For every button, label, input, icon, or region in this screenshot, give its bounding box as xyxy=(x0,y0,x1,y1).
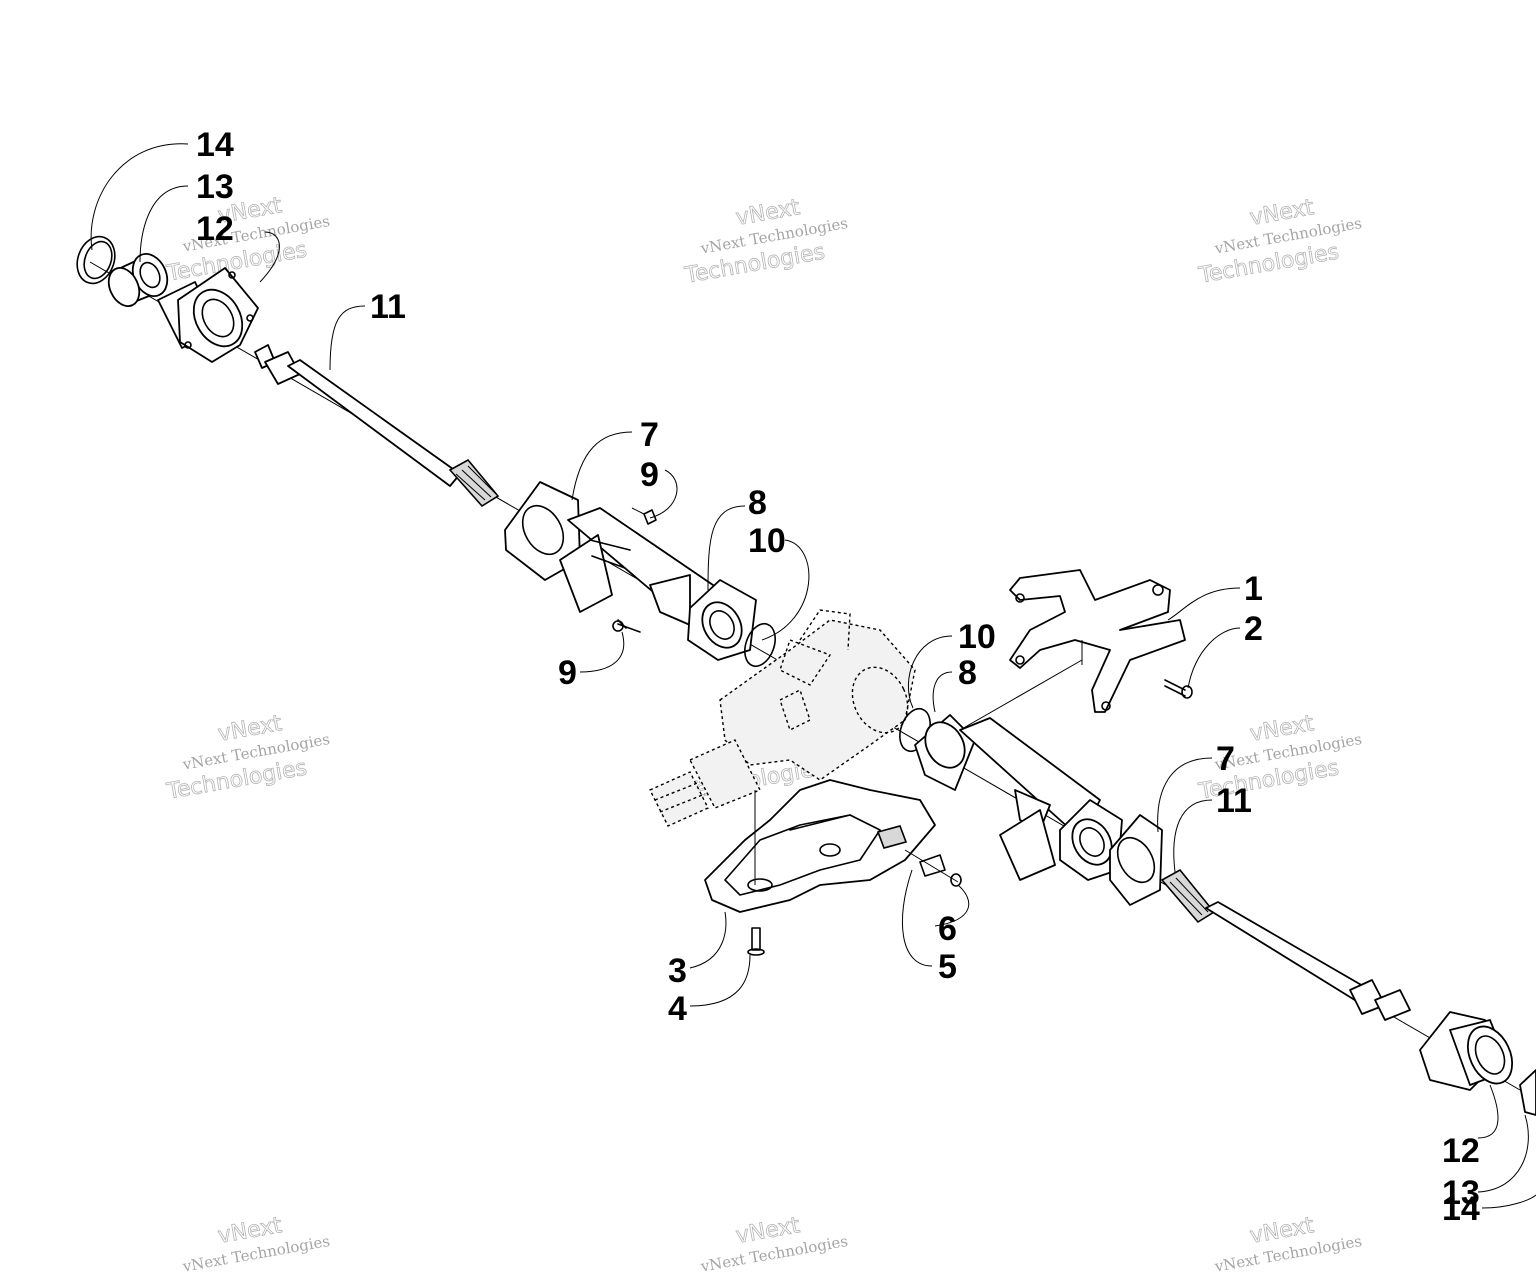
callout-13-right: 13 xyxy=(1442,1174,1480,1212)
callout-7-right: 7 xyxy=(1216,740,1235,778)
callout-9-lower: 9 xyxy=(558,654,577,692)
watermark-top-right: vNext vNext Technologies Technologies xyxy=(1196,195,1363,290)
callout-3: 3 xyxy=(668,952,687,990)
gasket-right xyxy=(1109,814,1163,906)
clip-5-nut-6 xyxy=(904,849,962,887)
differential-housing xyxy=(649,609,916,827)
callout-9-upper: 9 xyxy=(640,456,659,494)
axle-tube-left xyxy=(559,507,757,661)
callout-12-left: 12 xyxy=(196,210,234,248)
axle-shaft-left xyxy=(254,344,500,508)
bolt-9-lower xyxy=(612,619,641,633)
callout-11-left: 11 xyxy=(370,288,406,326)
leader-lines xyxy=(90,143,1536,1209)
callout-10-right: 10 xyxy=(958,618,996,656)
watermark-bottom-left: vNext vNext Technologies xyxy=(180,1213,331,1276)
callout-11-right: 11 xyxy=(1216,782,1252,820)
callout-7-left: 7 xyxy=(640,416,659,454)
watermark-bottom-right: vNext vNext Technologies xyxy=(1212,1213,1363,1276)
bearing-housing-right xyxy=(1419,1011,1514,1091)
axle-shaft-right xyxy=(1160,868,1411,1021)
callout-2: 2 xyxy=(1244,610,1263,648)
snap-ring-left xyxy=(76,235,116,285)
watermark-top-center: vNext vNext Technologies Technologies xyxy=(682,195,849,290)
callout-12-right: 12 xyxy=(1442,1132,1480,1170)
callout-13-left: 13 xyxy=(196,168,234,206)
skid-plate xyxy=(704,779,936,913)
callout-6: 6 xyxy=(938,910,957,948)
callout-5: 5 xyxy=(938,948,957,986)
axle-tube-right xyxy=(914,714,1123,881)
callout-labels: 14 13 12 11 7 9 8 10 9 1 2 10 8 7 11 6 5… xyxy=(196,126,1480,1228)
mounting-bracket xyxy=(959,569,1186,731)
watermark-mid-left: vNext vNext Technologies Technologies xyxy=(164,711,331,806)
bearing-housing-left xyxy=(157,267,259,363)
bolt-2 xyxy=(1164,679,1193,699)
callout-4: 4 xyxy=(668,990,687,1028)
callout-14-left: 14 xyxy=(196,126,234,164)
watermark-top-left: vNext vNext Technologies Technologies xyxy=(164,193,331,288)
callout-14-right: 14 xyxy=(1442,1190,1480,1228)
watermark-bottom-center: vNext vNext Technologies xyxy=(698,1213,849,1276)
bolt-9-upper xyxy=(631,507,657,525)
o-ring-left xyxy=(744,622,776,668)
callout-8-right: 8 xyxy=(958,654,977,692)
callout-1: 1 xyxy=(1244,570,1263,608)
bearing-right xyxy=(1519,1069,1536,1116)
callout-10-left: 10 xyxy=(748,522,786,560)
bearing-left xyxy=(107,253,169,307)
bolt-4 xyxy=(747,927,765,956)
callout-8-left: 8 xyxy=(748,484,767,522)
